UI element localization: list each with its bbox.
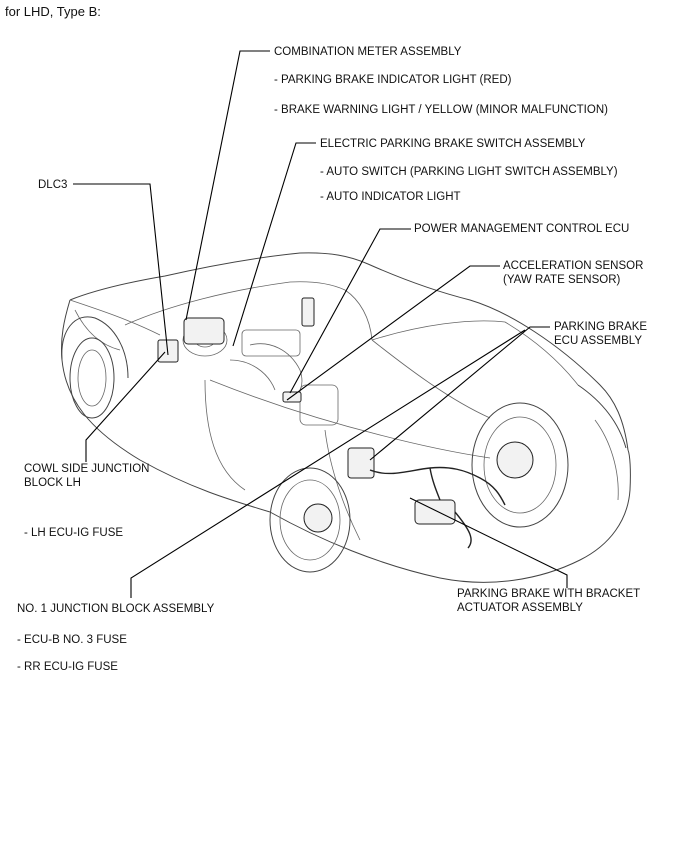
leader-pb-ecu [369,326,550,461]
label-parking-brake-indicator: - PARKING BRAKE INDICATOR LIGHT (RED) [274,74,512,86]
label-accel-sensor-line1: ACCELERATION SENSOR [503,260,644,272]
combination-meter-part [183,317,225,345]
label-pb-actuator-line2: ACTUATOR ASSEMBLY [457,602,583,614]
label-dlc3: DLC3 [38,179,68,191]
leader-lines [73,50,568,598]
label-brake-warning-light: - BRAKE WARNING LIGHT / YELLOW (MINOR MA… [274,104,608,116]
leader-no1-jb [130,329,526,598]
label-auto-indicator: - AUTO INDICATOR LIGHT [320,191,461,203]
label-ecu-b-fuse: - ECU-B NO. 3 FUSE [17,634,127,646]
label-cowl-jb-line2: BLOCK LH [24,477,81,489]
label-pb-ecu-line2: ECU ASSEMBLY [554,335,642,347]
component-parts [157,297,534,549]
leader-power-ecu [289,228,411,394]
power-ecu-part [301,297,315,327]
front-brake-disc-part [303,503,333,533]
label-pb-ecu-line1: PARKING BRAKE [554,321,648,333]
label-epb-switch: ELECTRIC PARKING BRAKE SWITCH ASSEMBLY [320,138,586,150]
label-rr-ecu-ig-fuse: - RR ECU-IG FUSE [17,661,118,673]
rear-brake-disc-part [496,441,534,479]
leader-accel-sensor [286,265,500,401]
label-accel-sensor-line2: (YAW RATE SENSOR) [503,274,621,286]
harness-wire [369,466,506,506]
leader-dlc3 [73,183,169,356]
diagram-title: for LHD, Type B: [5,4,101,19]
harness-wire-rear [454,511,472,549]
parking-brake-ecu-part [347,447,375,479]
leader-epb-switch [232,142,316,347]
label-cowl-jb-line1: COWL SIDE JUNCTION [24,463,150,475]
label-auto-switch: - AUTO SWITCH (PARKING LIGHT SWITCH ASSE… [320,166,618,178]
harness-wire-branch [429,467,441,501]
label-lh-ecu-ig-fuse: - LH ECU-IG FUSE [24,527,124,539]
label-power-mgmt-ecu: POWER MANAGEMENT CONTROL ECU [414,223,630,235]
leader-combination-meter [185,50,270,321]
leader-pb-actuator [409,497,568,588]
label-combination-meter: COMBINATION METER ASSEMBLY [274,46,462,58]
label-pb-actuator-line1: PARKING BRAKE WITH BRACKET [457,588,641,600]
car-body-outline [61,252,631,583]
leader-cowl-jb [85,351,166,462]
label-no1-jb: NO. 1 JUNCTION BLOCK ASSEMBLY [17,603,215,615]
